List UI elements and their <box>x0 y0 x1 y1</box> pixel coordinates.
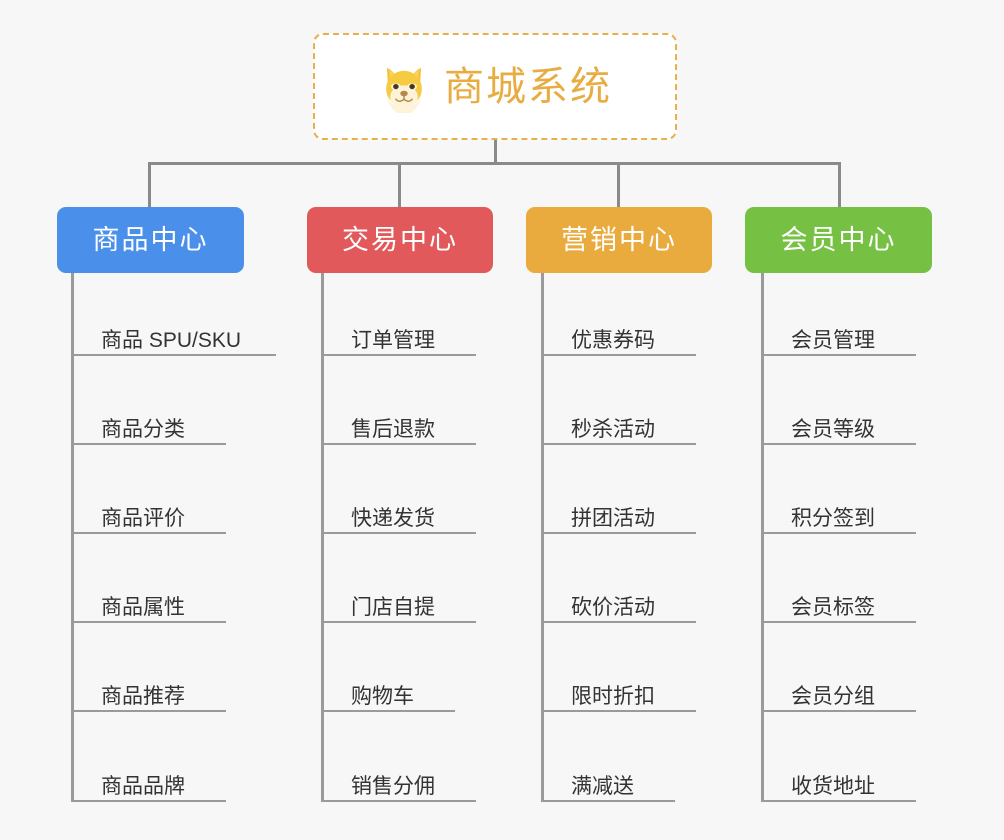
leaf-item[interactable]: 砍价活动 <box>541 597 696 623</box>
shiba-dog-face-icon <box>378 61 430 115</box>
leaf-item[interactable]: 商品 SPU/SKU <box>71 330 276 356</box>
drop-connector-1 <box>148 162 151 208</box>
category-header-3[interactable]: 营销中心 <box>526 207 712 273</box>
leaf-item[interactable]: 订单管理 <box>321 330 476 356</box>
leaf-item[interactable]: 积分签到 <box>761 508 916 534</box>
leaf-item[interactable]: 商品分类 <box>71 419 226 445</box>
category-header-2[interactable]: 交易中心 <box>307 207 493 273</box>
leaf-label: 优惠券码 <box>571 329 655 352</box>
drop-connector-3 <box>617 162 620 208</box>
leaf-item[interactable]: 会员等级 <box>761 419 916 445</box>
horizontal-bus-connector <box>148 162 841 165</box>
leaf-item[interactable]: 商品推荐 <box>71 686 226 712</box>
leaf-item[interactable]: 门店自提 <box>321 597 476 623</box>
leaf-label: 售后退款 <box>351 418 435 441</box>
leaf-label: 满减送 <box>571 775 634 798</box>
branch-4: 会员管理 会员等级 积分签到 会员标签 会员分组 收货地址 <box>761 273 1001 803</box>
leaf-label: 购物车 <box>351 685 414 708</box>
root-title: 商城系统 <box>444 64 612 109</box>
leaf-item[interactable]: 购物车 <box>321 686 455 712</box>
leaf-item[interactable]: 优惠券码 <box>541 330 696 356</box>
leaf-label: 积分签到 <box>791 507 875 530</box>
branch-3-trunk <box>541 273 544 802</box>
leaf-label: 快递发货 <box>351 507 435 530</box>
leaf-item[interactable]: 收货地址 <box>761 776 916 802</box>
leaf-label: 会员分组 <box>791 685 875 708</box>
leaf-item[interactable]: 秒杀活动 <box>541 419 696 445</box>
leaf-label: 商品分类 <box>101 418 185 441</box>
leaf-label: 商品推荐 <box>101 685 185 708</box>
leaf-label: 商品评价 <box>101 507 185 530</box>
root-node-content: 商城系统 <box>378 61 612 115</box>
drop-connector-4 <box>838 162 841 208</box>
leaf-label: 收货地址 <box>791 775 875 798</box>
leaf-label: 商品属性 <box>101 596 185 619</box>
leaf-item[interactable]: 会员标签 <box>761 597 916 623</box>
leaf-label: 拼团活动 <box>571 507 655 530</box>
leaf-label: 秒杀活动 <box>571 418 655 441</box>
leaf-label: 会员标签 <box>791 596 875 619</box>
root-stem-connector <box>494 140 497 164</box>
leaf-label: 销售分佣 <box>351 775 435 798</box>
leaf-item[interactable]: 满减送 <box>541 776 675 802</box>
leaf-item[interactable]: 拼团活动 <box>541 508 696 534</box>
category-header-1[interactable]: 商品中心 <box>57 207 244 273</box>
leaf-label: 砍价活动 <box>571 596 655 619</box>
leaf-label: 商品 SPU/SKU <box>101 329 242 352</box>
leaf-item[interactable]: 会员管理 <box>761 330 916 356</box>
leaf-item[interactable]: 商品品牌 <box>71 776 226 802</box>
category-header-3-label: 营销中心 <box>561 224 677 255</box>
leaf-label: 会员等级 <box>791 418 875 441</box>
branch-4-trunk <box>761 273 764 802</box>
leaf-label: 商品品牌 <box>101 775 185 798</box>
branch-1: 商品 SPU/SKU 商品分类 商品评价 商品属性 商品推荐 商品品牌 <box>71 273 311 803</box>
leaf-label: 订单管理 <box>351 329 435 352</box>
leaf-item[interactable]: 商品属性 <box>71 597 226 623</box>
branch-2-trunk <box>321 273 324 802</box>
category-header-4[interactable]: 会员中心 <box>745 207 932 273</box>
branch-3: 优惠券码 秒杀活动 拼团活动 砍价活动 限时折扣 满减送 <box>541 273 781 803</box>
leaf-item[interactable]: 售后退款 <box>321 419 476 445</box>
leaf-label: 会员管理 <box>791 329 875 352</box>
category-header-2-label: 交易中心 <box>342 224 458 255</box>
leaf-item[interactable]: 快递发货 <box>321 508 476 534</box>
leaf-label: 门店自提 <box>351 596 435 619</box>
leaf-item[interactable]: 商品评价 <box>71 508 226 534</box>
root-node[interactable]: 商城系统 <box>313 33 677 140</box>
drop-connector-2 <box>398 162 401 208</box>
leaf-label: 限时折扣 <box>571 685 655 708</box>
category-header-1-label: 商品中心 <box>92 224 209 255</box>
category-header-4-label: 会员中心 <box>780 224 897 255</box>
branch-1-trunk <box>71 273 74 802</box>
leaf-item[interactable]: 限时折扣 <box>541 686 696 712</box>
branch-2: 订单管理 售后退款 快递发货 门店自提 购物车 销售分佣 <box>321 273 561 803</box>
leaf-item[interactable]: 会员分组 <box>761 686 916 712</box>
leaf-item[interactable]: 销售分佣 <box>321 776 476 802</box>
